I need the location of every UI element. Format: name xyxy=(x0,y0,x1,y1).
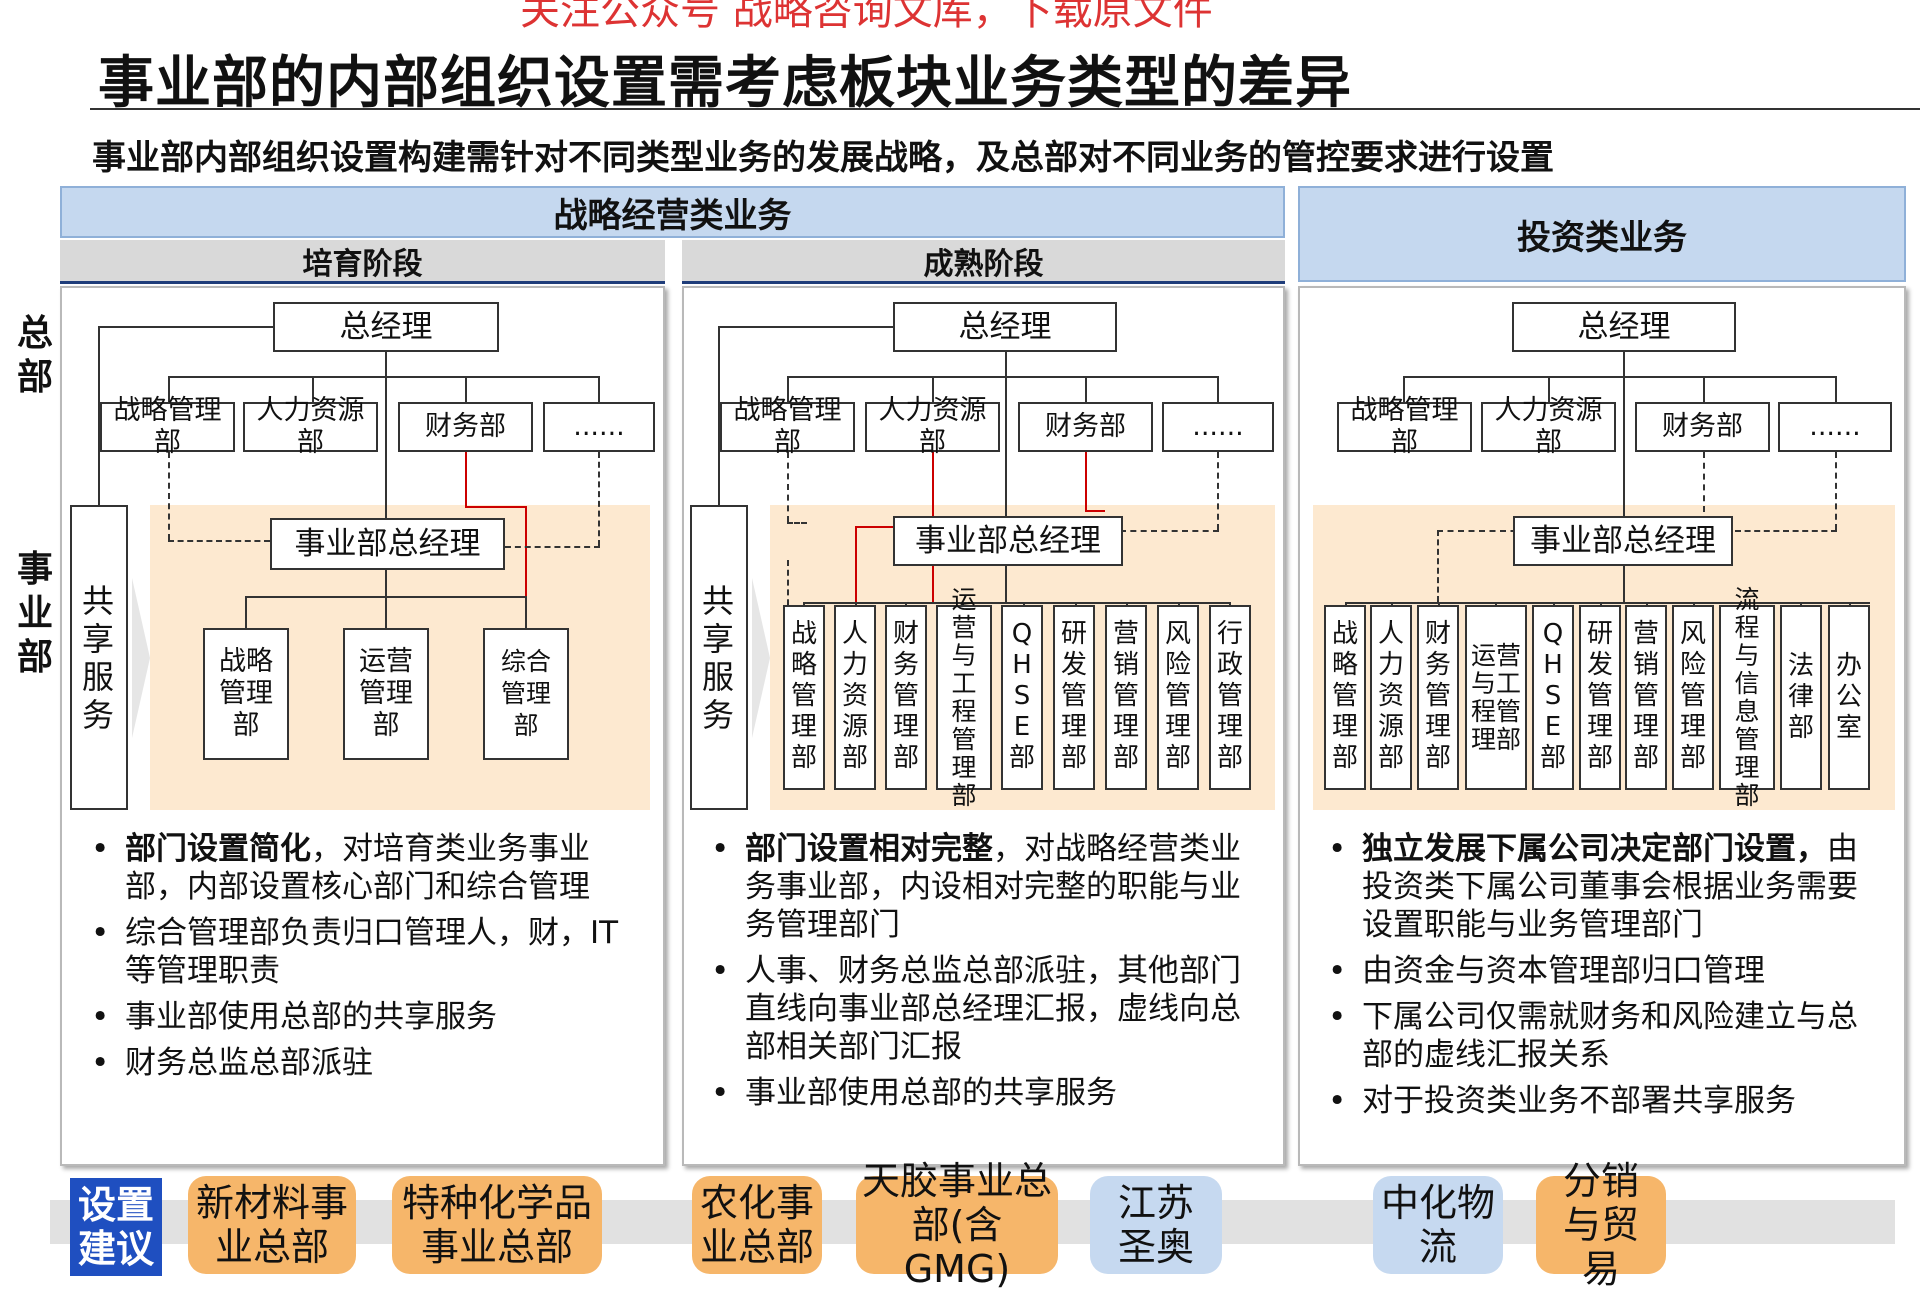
dept-box: 财务管理部 xyxy=(885,605,927,790)
header-nurture: 培育阶段 xyxy=(60,240,665,284)
bullet-item: 人事、财务总监总部派驻，其他部门直线向事业部总经理汇报，虚线向总部相关部门汇报 xyxy=(705,952,1250,1066)
dept-box: 营销管理部 xyxy=(1625,605,1667,790)
bullet-item: 事业部使用总部的共享服务 xyxy=(85,998,625,1036)
page-subtitle: 事业部内部组织设置构建需针对不同类型业务的发展战略，及总部对不同业务的管控要求进… xyxy=(92,138,1554,178)
dept-box: 财务管理部 xyxy=(1417,605,1459,790)
dept-box: 研发管理部 xyxy=(1053,605,1095,790)
dept-box: 运营管理部 xyxy=(343,628,429,760)
bullet-item: 独立发展下属公司决定部门设置，由投资类下属公司董事会根据业务需要设置职能与业务管… xyxy=(1322,830,1882,944)
dept-box: 战略管理部 xyxy=(1324,605,1366,790)
dept-box: QHSE部 xyxy=(1532,605,1574,790)
dept-box: 运营与工程管理部 xyxy=(936,585,992,809)
bullets-mature: 部门设置相对完整，对战略经营类业务事业部，内设相对完整的职能与业务管理部门 人事… xyxy=(705,830,1250,1120)
bullet-item: 财务总监总部派驻 xyxy=(85,1044,625,1082)
hq-gm-box: 总经理 xyxy=(893,302,1117,352)
bullets-nurture: 部门设置简化，对培育类业务事业部，内部设置核心部门和综合管理 综合管理部负责归口… xyxy=(85,830,625,1090)
hq-strategy-box: 战略管理部 xyxy=(1337,395,1472,458)
dept-box: 战略管理部 xyxy=(783,605,825,790)
dept-box: 法律部 xyxy=(1780,605,1822,790)
bu-gm-box: 事业部总经理 xyxy=(1513,516,1733,566)
bullet-item: 下属公司仅需就财务和风险建立与总部的虚线汇报关系 xyxy=(1322,998,1882,1074)
bullet-item: 对于投资类业务不部署共享服务 xyxy=(1322,1082,1882,1120)
hq-finance-box: 财务部 xyxy=(1635,402,1770,452)
bullets-investment: 独立发展下属公司决定部门设置，由投资类下属公司董事会根据业务需要设置职能与业务管… xyxy=(1322,830,1882,1128)
watermark: 关注公众号 战略咨询文库，下载原文件 xyxy=(520,0,1213,34)
hq-more-box: ...... xyxy=(1162,402,1274,452)
page-title: 事业部的内部组织设置需考虑板块业务类型的差异 xyxy=(98,51,1352,116)
hq-more-box: ...... xyxy=(543,402,655,452)
bu-gm-box: 事业部总经理 xyxy=(893,516,1123,566)
suggestion-pill: 中化物流 xyxy=(1373,1176,1503,1274)
dept-box: 研发管理部 xyxy=(1579,605,1621,790)
dept-box: 办公室 xyxy=(1828,605,1870,790)
dept-box: QHSE部 xyxy=(1001,605,1043,790)
shared-service-box: 共享服务 xyxy=(690,505,748,810)
flow-arrow xyxy=(132,578,150,738)
dept-box: 运营与工程管理部 xyxy=(1465,605,1527,790)
bullet-item: 事业部使用总部的共享服务 xyxy=(705,1074,1250,1112)
dept-box: 综合管理部 xyxy=(483,628,569,760)
shared-service-box: 共享服务 xyxy=(70,505,128,810)
dept-box: 人力资源部 xyxy=(834,605,876,790)
header-mature: 成熟阶段 xyxy=(682,240,1285,284)
flow-arrow xyxy=(752,578,770,738)
bu-side-label: 事业部 xyxy=(16,549,53,678)
header-investment: 投资类业务 xyxy=(1298,186,1906,282)
dept-box: 流程与信息管理部 xyxy=(1719,585,1775,809)
title-divider xyxy=(90,108,1920,110)
suggestion-label: 设置建议 xyxy=(70,1178,162,1276)
dept-box: 风险管理部 xyxy=(1157,605,1199,790)
hq-finance-box: 财务部 xyxy=(398,402,533,452)
suggestion-pill: 分销与贸易 xyxy=(1536,1159,1666,1291)
bullet-item: 综合管理部负责归口管理人，财，IT等管理职责 xyxy=(85,914,625,990)
hq-gm-box: 总经理 xyxy=(1512,302,1736,352)
bullet-item: 部门设置简化，对培育类业务事业部，内部设置核心部门和综合管理 xyxy=(85,830,625,906)
suggestion-pill: 农化事业总部 xyxy=(692,1176,822,1274)
bullet-item: 部门设置相对完整，对战略经营类业务事业部，内设相对完整的职能与业务管理部门 xyxy=(705,830,1250,944)
dept-box: 行政管理部 xyxy=(1209,605,1251,790)
hq-strategy-box: 战略管理部 xyxy=(100,395,235,458)
header-strategic: 战略经营类业务 xyxy=(60,186,1285,238)
hq-hr-box: 人力资源部 xyxy=(865,395,1000,458)
suggestion-pill: 新材料事业总部 xyxy=(188,1176,356,1274)
hq-finance-box: 财务部 xyxy=(1018,402,1153,452)
dept-box: 风险管理部 xyxy=(1672,605,1714,790)
hq-side-label: 总部 xyxy=(16,313,53,398)
hq-hr-box: 人力资源部 xyxy=(243,395,378,458)
bu-gm-box: 事业部总经理 xyxy=(270,518,505,570)
bullet-item: 由资金与资本管理部归口管理 xyxy=(1322,952,1882,990)
suggestion-pill: 特种化学品事业总部 xyxy=(392,1176,602,1274)
dept-box: 战略管理部 xyxy=(203,628,289,760)
hq-hr-box: 人力资源部 xyxy=(1481,395,1616,458)
suggestion-pill: 天胶事业总部(含GMG) xyxy=(856,1159,1058,1291)
hq-gm-box: 总经理 xyxy=(273,302,499,352)
suggestion-pill: 江苏圣奥 xyxy=(1090,1176,1222,1274)
hq-more-box: ...... xyxy=(1778,402,1892,452)
dept-box: 人力资源部 xyxy=(1370,605,1412,790)
hq-strategy-box: 战略管理部 xyxy=(720,395,855,458)
dept-box: 营销管理部 xyxy=(1105,605,1147,790)
